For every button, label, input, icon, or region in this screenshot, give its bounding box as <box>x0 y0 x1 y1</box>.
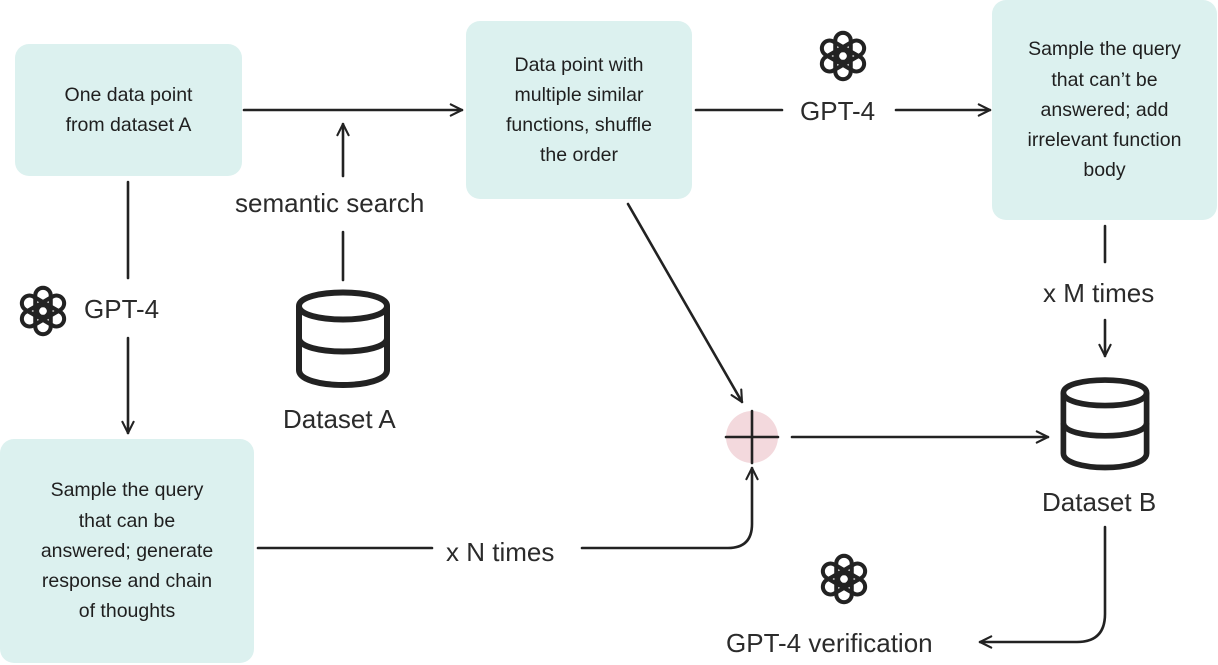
label-x-n-times: x N times <box>446 537 555 567</box>
box-query-cannot-be-answered: Sample the query that can’t be answered;… <box>992 0 1217 220</box>
box-query-can-be-answered: Sample the query that can be answered; g… <box>0 439 254 663</box>
arrow-n-times-to-merge <box>580 466 759 550</box>
arrow-mid-to-merge <box>626 202 744 404</box>
label-gpt4-verification: GPT-4 verification <box>726 628 933 658</box>
arrow-dataset-b-to-verification <box>978 525 1107 649</box>
openai-logo-icon <box>819 30 867 82</box>
database-icon <box>1060 377 1150 471</box>
label-dataset-b: Dataset B <box>1042 487 1157 517</box>
label-gpt4-top: GPT-4 <box>800 96 876 126</box>
label-semantic-search: semantic search <box>235 188 425 218</box>
database-icon <box>296 289 390 388</box>
label-x-m-times: x M times <box>1043 278 1155 308</box>
box-one-data-point: One data point from dataset A <box>15 44 242 176</box>
label-dataset-a: Dataset A <box>283 404 396 434</box>
openai-logo-icon <box>19 285 67 337</box>
openai-logo-icon <box>820 553 868 605</box>
merge-plus-icon <box>724 409 780 465</box>
box-multiple-similar-functions: Data point with multiple similar functio… <box>466 21 692 199</box>
label-gpt4-left: GPT-4 <box>84 294 160 324</box>
